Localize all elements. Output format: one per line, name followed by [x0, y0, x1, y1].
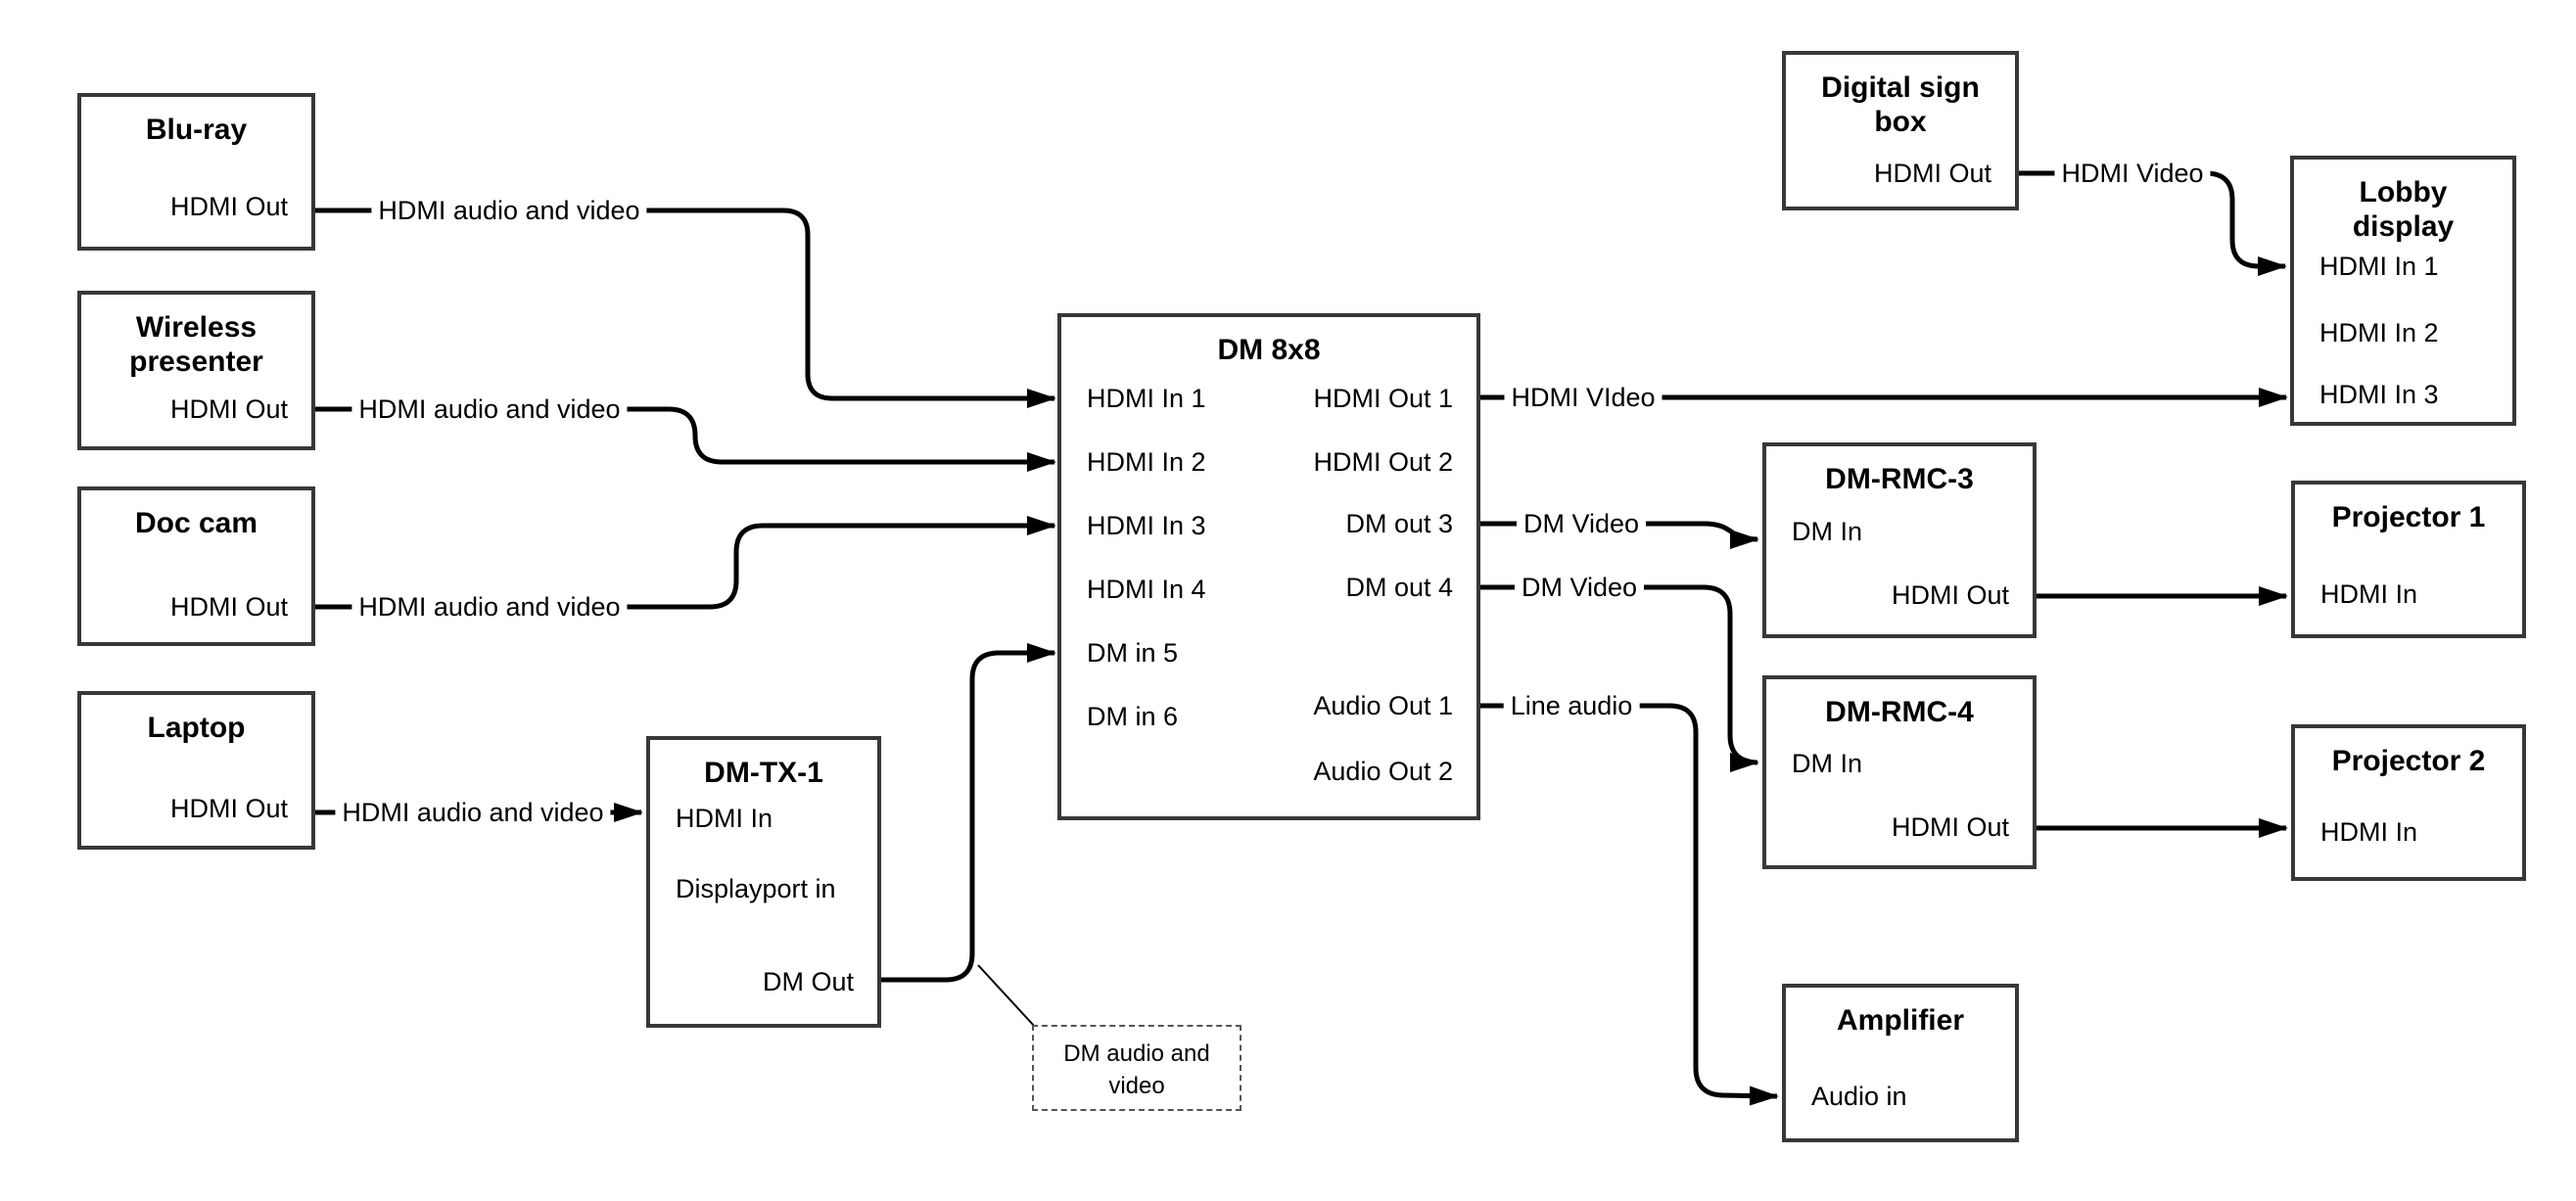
node-title-doc-cam: Doc cam [81, 506, 311, 540]
edge-label-dm8x8-out4-to-rmc4: DM Video [1514, 572, 1645, 603]
port-digital-sign-box-hdmi-out: HDMI Out [1873, 159, 1991, 188]
connector-dm8x8-audio1-to-amplifier [1480, 703, 1779, 1106]
node-title-line: DM-RMC-4 [1825, 696, 1974, 728]
port-dm-8x8-hdmi-in-4: HDMI In 4 [1087, 575, 1206, 604]
port-laptop-hdmi-out: HDMI Out [169, 794, 288, 823]
node-title-line: Doc cam [134, 507, 258, 539]
node-title-line: Wireless [135, 311, 258, 344]
node-dm-rmc-4: DM-RMC-4 DM In HDMI Out [1762, 675, 2037, 869]
port-dm-tx-1-hdmi-in: HDMI In [676, 804, 773, 833]
port-dm-rmc-4-hdmi-out: HDMI Out [1891, 812, 2009, 842]
port-lobby-display-hdmi-in-2: HDMI In 2 [2319, 318, 2439, 347]
port-dm-8x8-dm-out-3: DM out 3 [1345, 509, 1453, 538]
edge-label-digital-sign-to-lobby-in1: HDMI Video [2054, 158, 2211, 189]
node-title-dm-tx-1: DM-TX-1 [650, 756, 877, 790]
connector-blu-ray-to-dm8x8-in1 [315, 208, 1057, 408]
port-blu-ray-hdmi-out: HDMI Out [169, 192, 288, 221]
node-title-line: display [2352, 210, 2455, 243]
port-dm-8x8-dm-in-5: DM in 5 [1087, 638, 1179, 668]
connector-wireless-to-dm8x8-in2 [315, 406, 1057, 472]
port-dm-8x8-hdmi-out-2: HDMI Out 2 [1313, 447, 1453, 477]
node-title-line: Projector 1 [2331, 501, 2486, 533]
edge-label-laptop-to-dm-tx-1: HDMI audio and video [335, 797, 611, 828]
port-dm-8x8-audio-out-2: Audio Out 2 [1313, 757, 1453, 786]
port-dm-8x8-audio-out-1: Audio Out 1 [1313, 691, 1453, 720]
edge-label-dm8x8-audio1-to-amplifier: Line audio [1503, 690, 1640, 721]
callout-text-line: video [1108, 1073, 1165, 1099]
node-title-line: Digital sign [1821, 71, 1980, 104]
node-title-line: Amplifier [1836, 1004, 1965, 1037]
port-dm-8x8-dm-out-4: DM out 4 [1345, 573, 1453, 602]
port-dm-8x8-hdmi-in-1: HDMI In 1 [1087, 384, 1206, 413]
connector-callout-leader [977, 964, 1036, 1028]
port-wireless-presenter-hdmi-out: HDMI Out [169, 394, 288, 424]
port-dm-8x8-dm-in-6: DM in 6 [1087, 702, 1179, 731]
callout-text-line: DM audio and [1063, 1040, 1210, 1067]
port-doc-cam-hdmi-out: HDMI Out [169, 592, 288, 622]
node-title-line: DM-TX-1 [704, 757, 823, 789]
node-title-laptop: Laptop [81, 711, 311, 745]
node-dm-rmc-3: DM-RMC-3 DM In HDMI Out [1762, 442, 2037, 638]
port-amplifier-audio-in: Audio in [1811, 1082, 1907, 1111]
port-dm-tx-1-displayport-in: Displayport in [676, 874, 836, 903]
edge-label-dm8x8-out1-to-lobby-in3: HDMI VIdeo [1504, 382, 1663, 413]
port-projector-2-hdmi-in: HDMI In [2320, 817, 2418, 847]
node-projector-1: Projector 1 HDMI In [2291, 481, 2526, 638]
node-title-projector-1: Projector 1 [2295, 500, 2522, 534]
node-title-line: Laptop [147, 712, 246, 744]
port-dm-rmc-3-hdmi-out: HDMI Out [1891, 580, 2009, 610]
node-title-dm-8x8: DM 8x8 [1061, 333, 1476, 367]
node-title-projector-2: Projector 2 [2295, 744, 2522, 778]
port-lobby-display-hdmi-in-1: HDMI In 1 [2319, 252, 2439, 281]
node-title-line: box [1874, 106, 1927, 138]
connector-doc-cam-to-dm8x8-in3 [315, 516, 1057, 610]
port-dm-8x8-hdmi-out-1: HDMI Out 1 [1313, 384, 1453, 413]
node-title-dm-rmc-3: DM-RMC-3 [1766, 462, 2033, 496]
connector-digital-sign-to-lobby-in1 [2019, 170, 2288, 276]
port-dm-8x8-hdmi-in-2: HDMI In 2 [1087, 447, 1206, 477]
node-title-line: Lobby [2359, 176, 2448, 208]
edge-label-doc-cam-to-dm8x8-in3: HDMI audio and video [351, 591, 628, 623]
edge-label-dm8x8-out3-to-rmc3: DM Video [1516, 508, 1647, 539]
node-title-line: presenter [129, 346, 263, 378]
node-title-line: Projector 2 [2331, 745, 2486, 777]
port-dm-8x8-hdmi-in-3: HDMI In 3 [1087, 511, 1206, 540]
node-title-line: DM 8x8 [1217, 334, 1321, 366]
callout-dm-audio-and-video: DM audio and video [1032, 1025, 1241, 1111]
node-title-line: DM-RMC-3 [1825, 463, 1974, 495]
port-dm-rmc-3-dm-in: DM In [1792, 517, 1863, 546]
port-projector-1-hdmi-in: HDMI In [2320, 579, 2418, 609]
node-projector-2: Projector 2 HDMI In [2291, 724, 2526, 881]
edge-label-blu-ray-to-dm8x8-in1: HDMI audio and video [371, 195, 647, 226]
connector-dm-tx-1-to-dm8x8-in5 [881, 643, 1057, 983]
connector-dm8x8-out4-to-rmc4 [1480, 584, 1760, 772]
connector-dm8x8-out3-to-rmc3 [1480, 521, 1760, 549]
node-title-blu-ray: Blu-ray [81, 113, 311, 147]
edge-label-wireless-to-dm8x8-in2: HDMI audio and video [351, 393, 628, 425]
node-title-line: Blu-ray [145, 114, 248, 146]
node-title-dm-rmc-4: DM-RMC-4 [1766, 695, 2033, 729]
port-lobby-display-hdmi-in-3: HDMI In 3 [2319, 380, 2439, 409]
node-title-amplifier: Amplifier [1786, 1003, 2015, 1038]
port-dm-rmc-4-dm-in: DM In [1792, 749, 1863, 778]
port-dm-tx-1-dm-out: DM Out [762, 967, 854, 996]
